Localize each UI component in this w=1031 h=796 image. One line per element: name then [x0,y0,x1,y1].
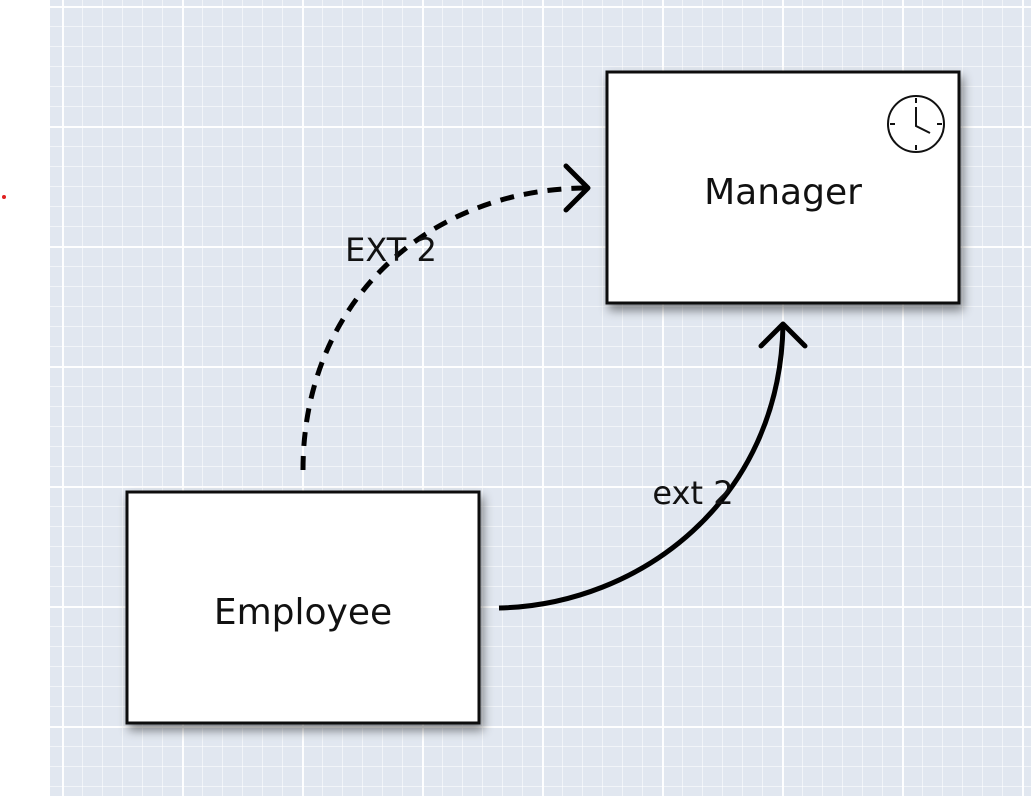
edge-dashed-path[interactable] [300,185,589,471]
edge-solid[interactable]: ext 2 [498,321,808,611]
node-manager-label: Manager [704,172,862,213]
edge-dashed[interactable]: EXT 2 [300,163,591,471]
clock-icon [887,95,945,153]
node-employee-label: Employee [214,592,392,633]
edge-solid-label: ext 2 [652,474,733,512]
node-employee[interactable]: Employee [125,490,481,725]
node-manager[interactable]: Manager [605,70,961,305]
edge-dashed-label: EXT 2 [345,231,437,269]
edge-solid-path[interactable] [498,324,786,611]
red-marker-dot [2,195,6,199]
arrowhead-icon [563,163,591,213]
arrowhead-icon [758,321,808,349]
node-manager-box[interactable] [605,70,961,305]
node-employee-box[interactable] [125,490,481,725]
